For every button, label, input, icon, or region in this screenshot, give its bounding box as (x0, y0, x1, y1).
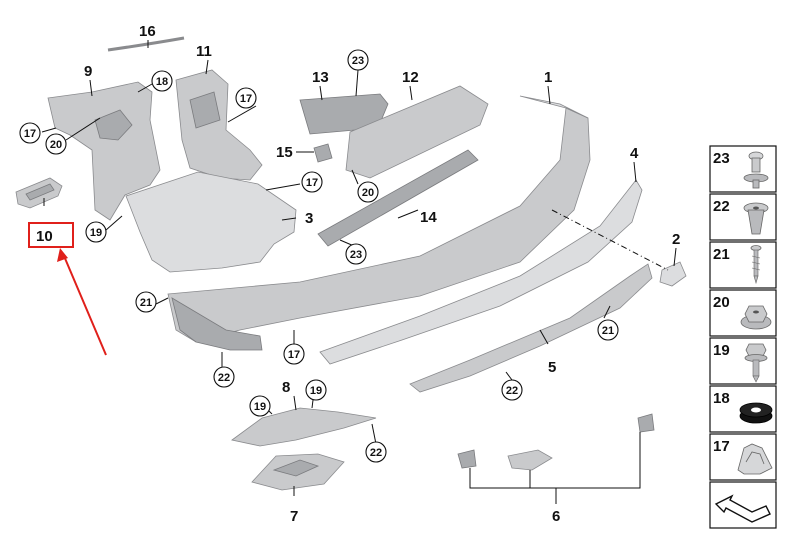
circle-22a (213, 366, 235, 388)
part-8-bracket (231, 407, 377, 447)
circle-22c (365, 441, 387, 463)
label-15: 15 (276, 144, 293, 161)
circle-19a (85, 221, 107, 243)
part-6-bracket-a (457, 449, 477, 469)
label-16: 16 (139, 23, 156, 40)
panel-label-19: 19 (713, 342, 730, 359)
label-18: 18 (156, 76, 168, 88)
panel-cell-19 (709, 337, 777, 385)
circle-23a (347, 49, 369, 71)
panel-label-21: 21 (713, 246, 730, 263)
label-19c: 19 (310, 385, 322, 397)
panel-cell-22 (709, 193, 777, 241)
label-12: 12 (402, 69, 419, 86)
panel-label-18: 18 (713, 390, 730, 407)
label-17c: 17 (306, 177, 318, 189)
label-23a: 23 (352, 55, 364, 67)
circle-22b (501, 379, 523, 401)
spring-clip-icon (737, 443, 773, 475)
plain-labels: 1 2 3 4 5 6 7 8 9 10 11 12 13 14 15 16 (36, 23, 680, 525)
screw-icon (750, 245, 762, 285)
label-4: 4 (630, 145, 639, 162)
part-11-bracket (175, 69, 263, 181)
circle-18 (151, 70, 173, 92)
part-4-trim-strip (319, 179, 643, 365)
label-3: 3 (305, 210, 313, 227)
circle-19c (305, 379, 327, 401)
clip-rivet-icon (743, 151, 769, 189)
part-7-opening (272, 459, 320, 477)
highlight-box-10 (28, 222, 74, 248)
label-17d: 17 (288, 349, 300, 361)
part-2-tow-cap (659, 261, 687, 287)
part-1-top-edge (519, 95, 589, 119)
label-6: 6 (552, 508, 560, 525)
orientation-arrow-icon (714, 494, 771, 523)
hex-nut-icon (740, 305, 772, 330)
part-6-bracket-b (507, 449, 553, 471)
label-5: 5 (548, 359, 556, 376)
collar-screw-icon (744, 343, 768, 383)
circle-21b (597, 319, 619, 341)
part-13-plate (299, 93, 389, 135)
circled-labels: 17 17 17 17 18 19 19 19 20 20 21 21 22 2… (19, 49, 619, 463)
label-7: 7 (290, 508, 298, 525)
panel-label-22: 22 (713, 198, 730, 215)
circle-17b (235, 87, 257, 109)
part-1-lower-left (171, 297, 263, 351)
label-21a: 21 (140, 297, 152, 309)
part-9-bracket (47, 81, 161, 221)
part-15-sensor (313, 143, 333, 163)
label-2: 2 (672, 231, 680, 248)
circle-17a (19, 122, 41, 144)
label-19a: 19 (90, 227, 102, 239)
label-22a: 22 (218, 372, 230, 384)
panel-cell-21 (709, 241, 777, 289)
part-3-side-panel (125, 171, 297, 273)
leader-lines (41, 40, 677, 504)
label-19b: 19 (254, 401, 266, 413)
circle-17d (283, 343, 305, 365)
part-11-detail (189, 91, 221, 129)
label-20a: 20 (50, 139, 62, 151)
highlight-arrow-shaft (63, 255, 107, 356)
panel-cell-23 (709, 145, 777, 193)
highlight-arrow-head (57, 248, 68, 262)
label-21b: 21 (602, 325, 614, 337)
part-6-bracket-c (637, 413, 655, 433)
part-9-detail (94, 109, 133, 141)
label-20b: 20 (362, 187, 374, 199)
panel-label-23: 23 (713, 150, 730, 167)
panel-label-20: 20 (713, 294, 730, 311)
circle-21a (135, 291, 157, 313)
circle-20a (45, 133, 67, 155)
panel-label-17: 17 (713, 438, 730, 455)
label-23b: 23 (350, 249, 362, 261)
label-9: 9 (84, 63, 92, 80)
label-13: 13 (312, 69, 329, 86)
part-10-detail (25, 183, 55, 201)
circle-17c (301, 171, 323, 193)
expansion-nut-icon (743, 202, 769, 235)
rubber-washer-icon (739, 402, 773, 424)
fastener-panel: 23 22 21 20 19 18 17 (709, 145, 777, 529)
label-17a: 17 (24, 128, 36, 140)
circle-19b (249, 395, 271, 417)
label-17b: 17 (240, 93, 252, 105)
circle-23b (345, 243, 367, 265)
label-22c: 22 (370, 447, 382, 459)
label-8: 8 (282, 379, 290, 396)
label-11: 11 (196, 43, 212, 60)
label-22b: 22 (506, 385, 518, 397)
part-14-reinforcement (317, 149, 479, 247)
part-12-carrier (345, 85, 489, 179)
circle-20b (357, 181, 379, 203)
label-10: 10 (36, 228, 53, 245)
part-5-diffuser (409, 263, 653, 393)
label-14: 14 (420, 209, 437, 226)
label-1: 1 (544, 69, 552, 86)
